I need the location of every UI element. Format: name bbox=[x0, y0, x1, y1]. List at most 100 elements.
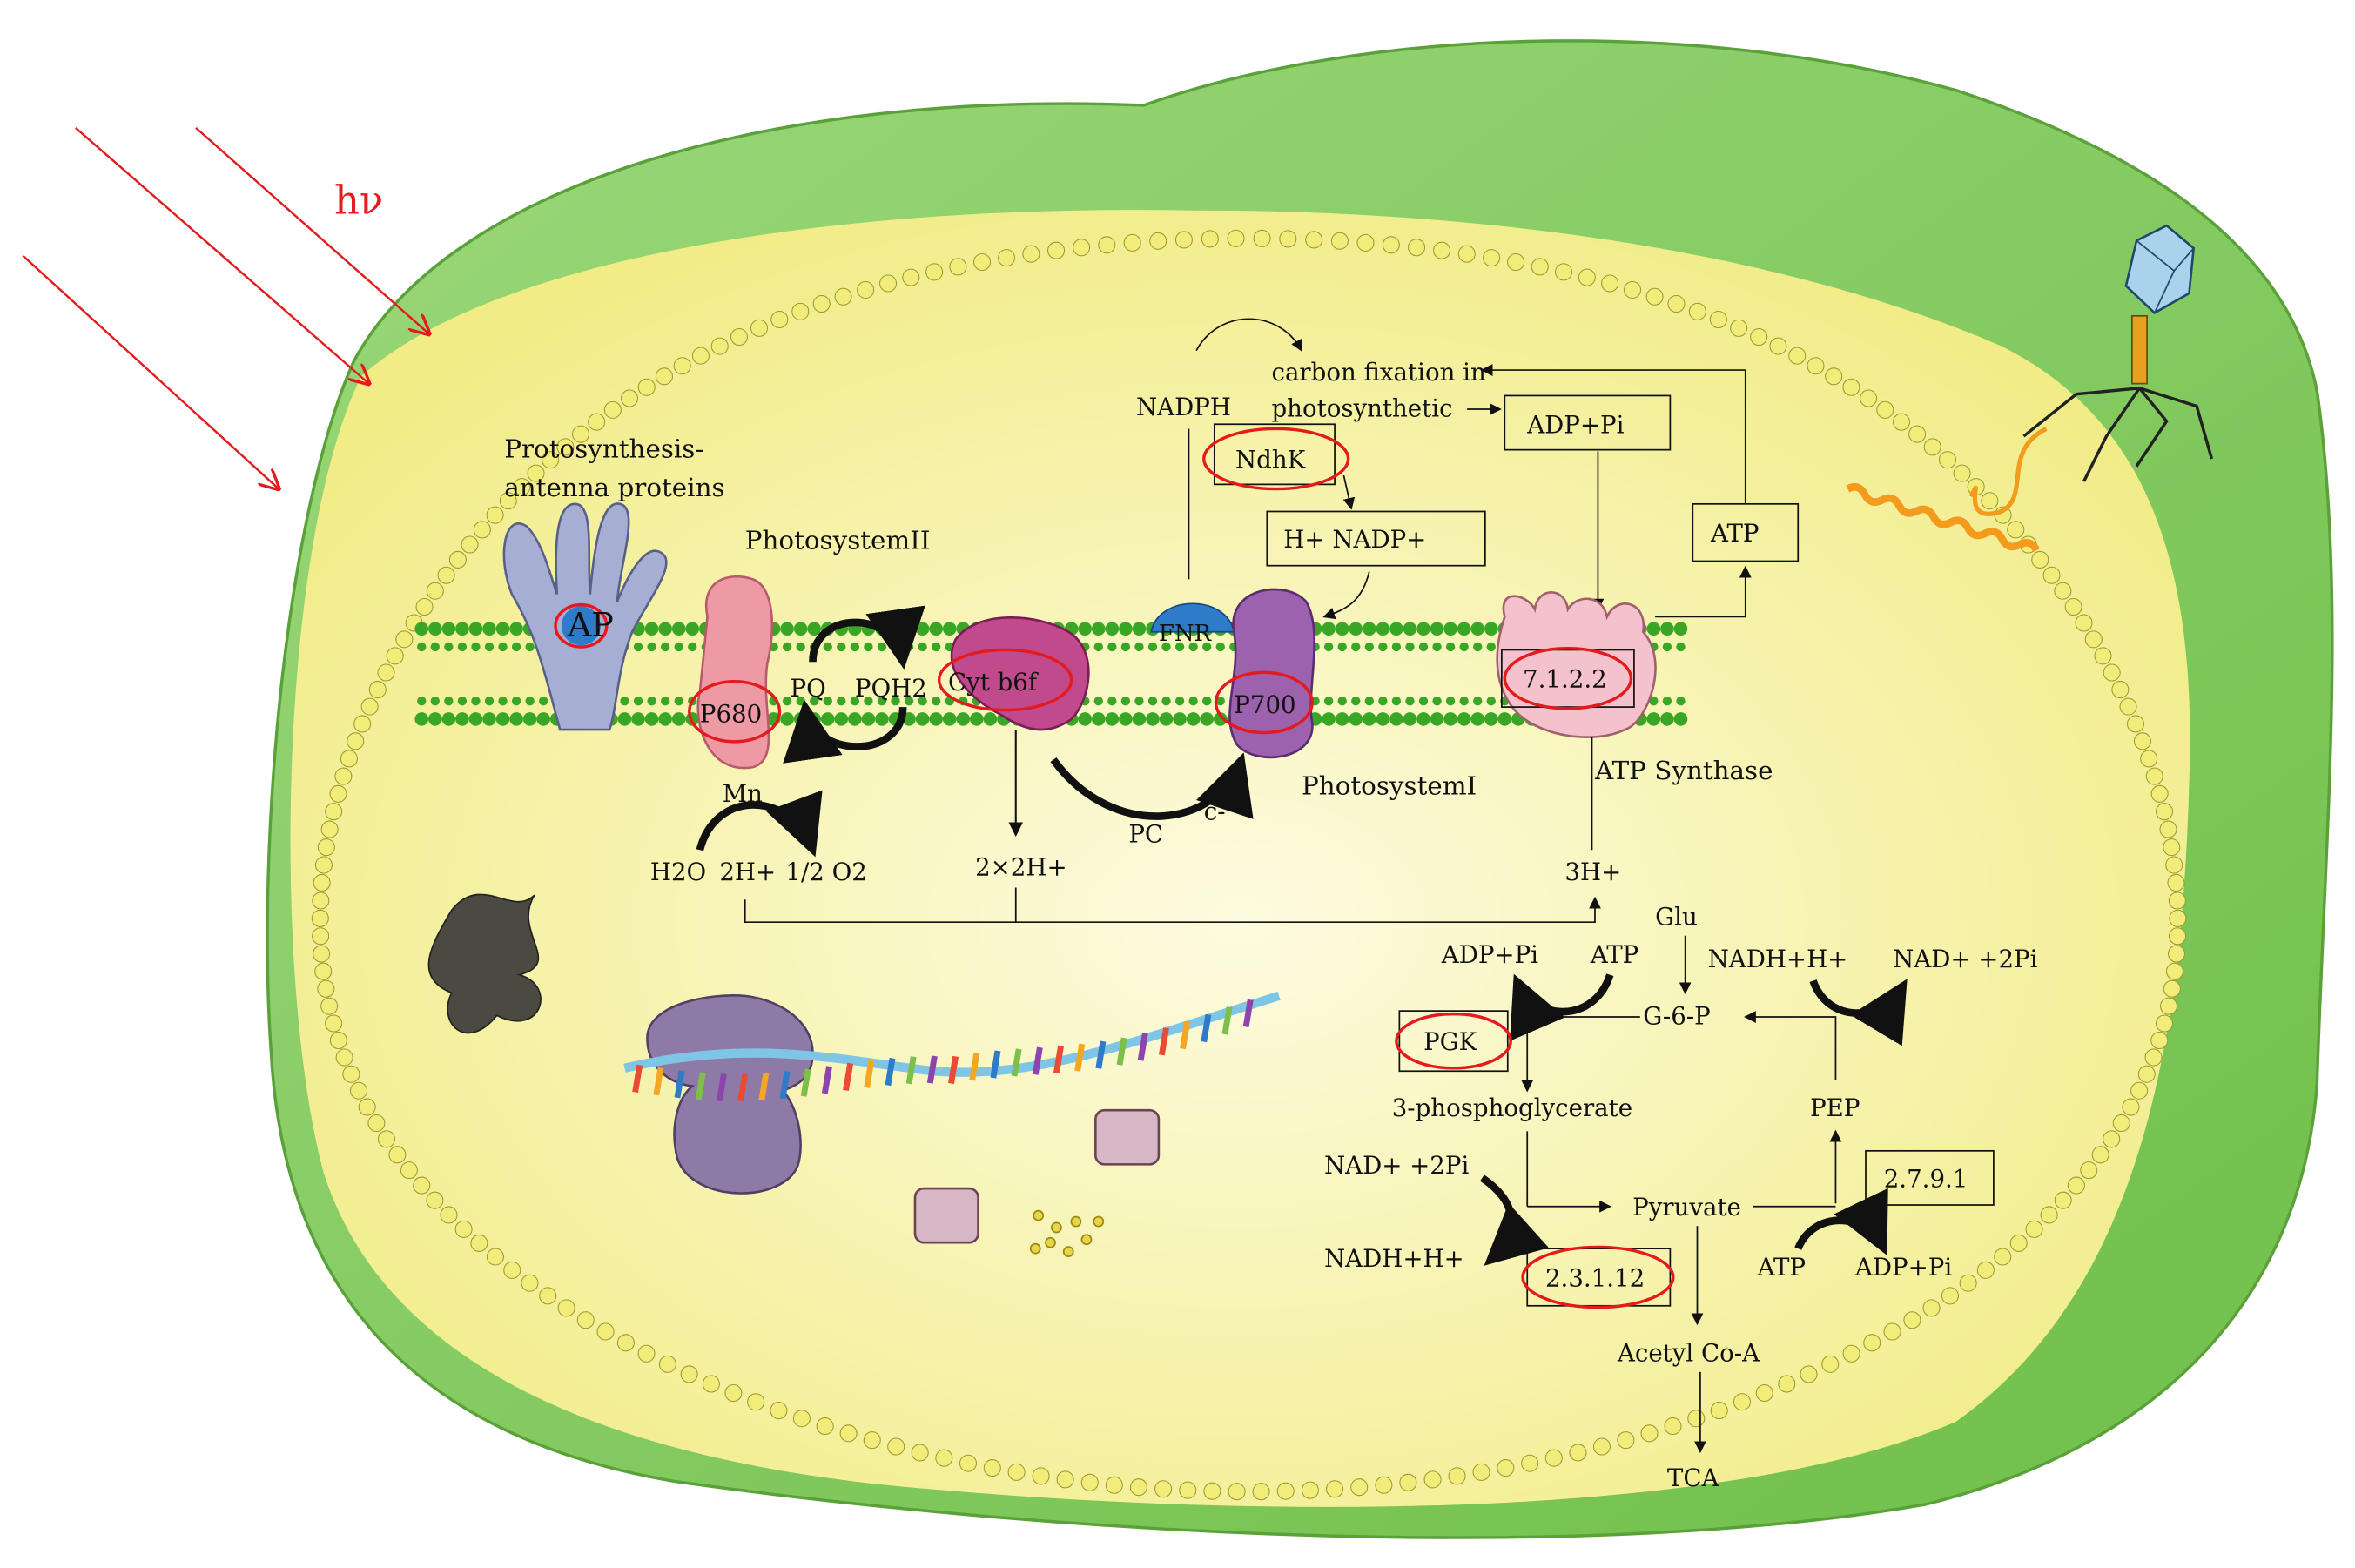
membrane-bead bbox=[335, 1048, 353, 1067]
thylakoid-lipid bbox=[1147, 642, 1158, 652]
membrane-bead bbox=[747, 1393, 765, 1411]
thylakoid-lipid bbox=[1335, 622, 1349, 636]
membrane-bead bbox=[879, 274, 898, 293]
membrane-bead bbox=[1301, 1481, 1319, 1499]
membrane-bead bbox=[347, 732, 365, 750]
membrane-bead bbox=[2007, 521, 2025, 539]
thylakoid-lipid bbox=[1443, 712, 1457, 726]
light-label: hν bbox=[334, 177, 383, 223]
2h-label: 2H+ bbox=[719, 858, 776, 886]
thylakoid-lipid bbox=[1159, 712, 1174, 726]
thylakoid-lipid bbox=[931, 642, 941, 652]
mrna-base bbox=[800, 1068, 811, 1097]
membrane-bead bbox=[557, 1299, 575, 1317]
membrane-bead bbox=[1227, 229, 1245, 247]
mrna-base bbox=[905, 1056, 917, 1085]
thylakoid-lipid bbox=[1335, 712, 1349, 726]
membrane-bead bbox=[312, 927, 330, 946]
thylakoid-lipid bbox=[1430, 712, 1444, 726]
thylakoid-lipid bbox=[837, 697, 846, 706]
membrane-bead bbox=[1953, 464, 1971, 482]
membrane-bead bbox=[499, 492, 517, 510]
thylakoid-lipid bbox=[633, 697, 643, 706]
membrane-bead bbox=[702, 1375, 720, 1393]
thylakoid-lipid bbox=[1378, 642, 1388, 652]
membrane-bead bbox=[325, 803, 343, 821]
thylakoid-lipid bbox=[929, 712, 943, 726]
membrane-bead bbox=[317, 838, 335, 857]
thylakoid-lipid bbox=[875, 712, 889, 726]
ndhk-label: NdhK bbox=[1235, 445, 1307, 474]
thylakoid-lipid bbox=[1132, 622, 1147, 636]
thylakoid-lipid bbox=[1188, 642, 1198, 652]
atp-synthase-highlight bbox=[1503, 646, 1633, 710]
thylakoid-lipid bbox=[1459, 697, 1469, 706]
membrane-bead bbox=[2150, 1031, 2169, 1050]
thylakoid-lipid bbox=[1322, 622, 1336, 636]
thylakoid-lipid bbox=[1405, 697, 1415, 706]
amino-acid-dot bbox=[1070, 1215, 1082, 1228]
membrane-bead bbox=[637, 1344, 656, 1363]
h2o-label: H2O bbox=[650, 858, 706, 886]
thylakoid-lipid bbox=[1120, 697, 1131, 706]
thylakoid-lipid bbox=[918, 642, 927, 652]
membrane-bead bbox=[2169, 909, 2187, 927]
membrane-bead bbox=[1923, 438, 1941, 456]
thylakoid-lipid bbox=[1351, 642, 1361, 652]
membrane-bead bbox=[1330, 232, 1349, 250]
membrane-bead bbox=[1994, 1248, 2012, 1266]
membrane-bead bbox=[2155, 1014, 2174, 1033]
membrane-bead bbox=[1769, 337, 1787, 355]
membrane-bead bbox=[329, 1031, 347, 1050]
plasma-membrane-beads bbox=[311, 229, 2187, 1501]
membrane-bead bbox=[426, 1191, 444, 1209]
synthase-to-atp-arrow bbox=[1655, 565, 1752, 618]
pq-cycle-arrow-top bbox=[809, 605, 925, 670]
thylakoid-lipid bbox=[455, 622, 469, 636]
mrna-base bbox=[737, 1073, 749, 1102]
mrna-base bbox=[1201, 1013, 1212, 1043]
cytb6f-label: Cyt b6f bbox=[948, 668, 1039, 697]
thylakoid-lipid bbox=[471, 642, 481, 652]
amino-acid-dots bbox=[1029, 1209, 1105, 1257]
membrane-bead bbox=[621, 389, 639, 407]
membrane-bead bbox=[812, 295, 831, 313]
membrane-bead bbox=[1710, 1402, 1728, 1420]
membrane-bead bbox=[486, 506, 504, 524]
membrane-bead bbox=[440, 1206, 458, 1224]
thylakoid-lipid bbox=[1092, 622, 1106, 636]
thylakoid-lipid bbox=[633, 642, 643, 652]
membrane-bead bbox=[395, 630, 414, 649]
mrna-base bbox=[1095, 1040, 1107, 1069]
membrane-bead bbox=[588, 413, 606, 431]
amino-acid-dot bbox=[1033, 1209, 1045, 1221]
thylakoid-lipid bbox=[617, 712, 632, 726]
thylakoid-lipid bbox=[837, 642, 846, 652]
mrna-base bbox=[674, 1070, 685, 1099]
membrane-bead bbox=[2145, 767, 2163, 785]
nadph-carbon-arrow bbox=[1195, 318, 1302, 353]
membrane-bead bbox=[1903, 1311, 1921, 1329]
membrane-bead bbox=[1825, 367, 1843, 386]
thylakoid-lipid bbox=[482, 712, 496, 726]
pq-label: PQ bbox=[791, 674, 826, 703]
membrane-bead bbox=[1433, 241, 1451, 259]
thylakoid-lipid bbox=[1378, 697, 1388, 706]
atp-to-carbon-arrow bbox=[1480, 364, 1746, 504]
membrane-bead bbox=[358, 1098, 376, 1116]
membrane-bead bbox=[1228, 1483, 1246, 1501]
membrane-bead bbox=[2150, 784, 2169, 803]
thylakoid-lipid bbox=[1093, 642, 1103, 652]
carbon-fixation-1: carbon fixation in bbox=[1271, 358, 1485, 387]
pgk-label: PGK bbox=[1423, 1027, 1478, 1056]
thylakoid-lipid bbox=[471, 697, 481, 706]
thylakoid-lipid bbox=[1459, 642, 1469, 652]
membrane-bead bbox=[1778, 1375, 1796, 1393]
thylakoid-lipid bbox=[1337, 642, 1347, 652]
thylakoid-lipid bbox=[1363, 622, 1376, 636]
thylakoid-lipid bbox=[780, 712, 794, 726]
mrna-base bbox=[1180, 1020, 1191, 1050]
membrane-bead bbox=[2119, 697, 2137, 716]
membrane-bead bbox=[2067, 1176, 2085, 1195]
pgk-box bbox=[1398, 1010, 1509, 1073]
